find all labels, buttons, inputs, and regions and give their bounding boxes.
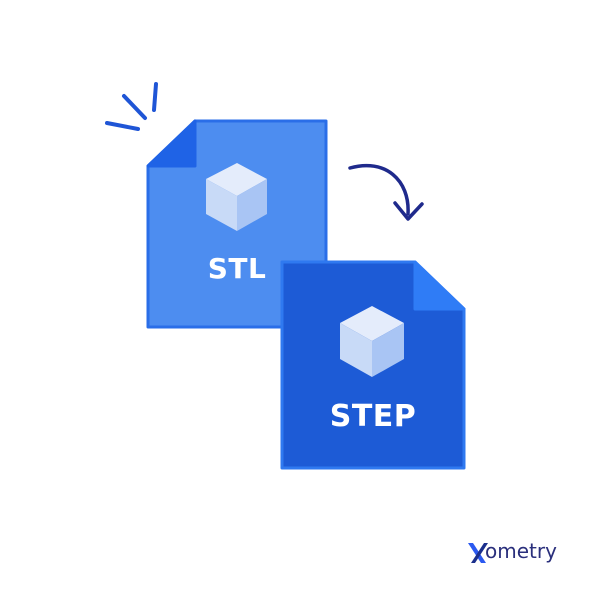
brand-wordmark: ometry [485, 539, 557, 563]
spark-lines-icon [105, 82, 158, 131]
cube-icon [340, 306, 404, 377]
step-file [280, 260, 466, 470]
brand-logo: ometry [466, 537, 576, 567]
cube-icon [206, 163, 267, 231]
brand-x-mark [468, 543, 488, 563]
curved-arrow-icon [348, 163, 424, 221]
stl-file-label: STL [207, 252, 267, 285]
file-fold-icon [146, 119, 197, 168]
step-file-label: STEP [329, 399, 417, 434]
file-fold-icon [413, 260, 466, 311]
